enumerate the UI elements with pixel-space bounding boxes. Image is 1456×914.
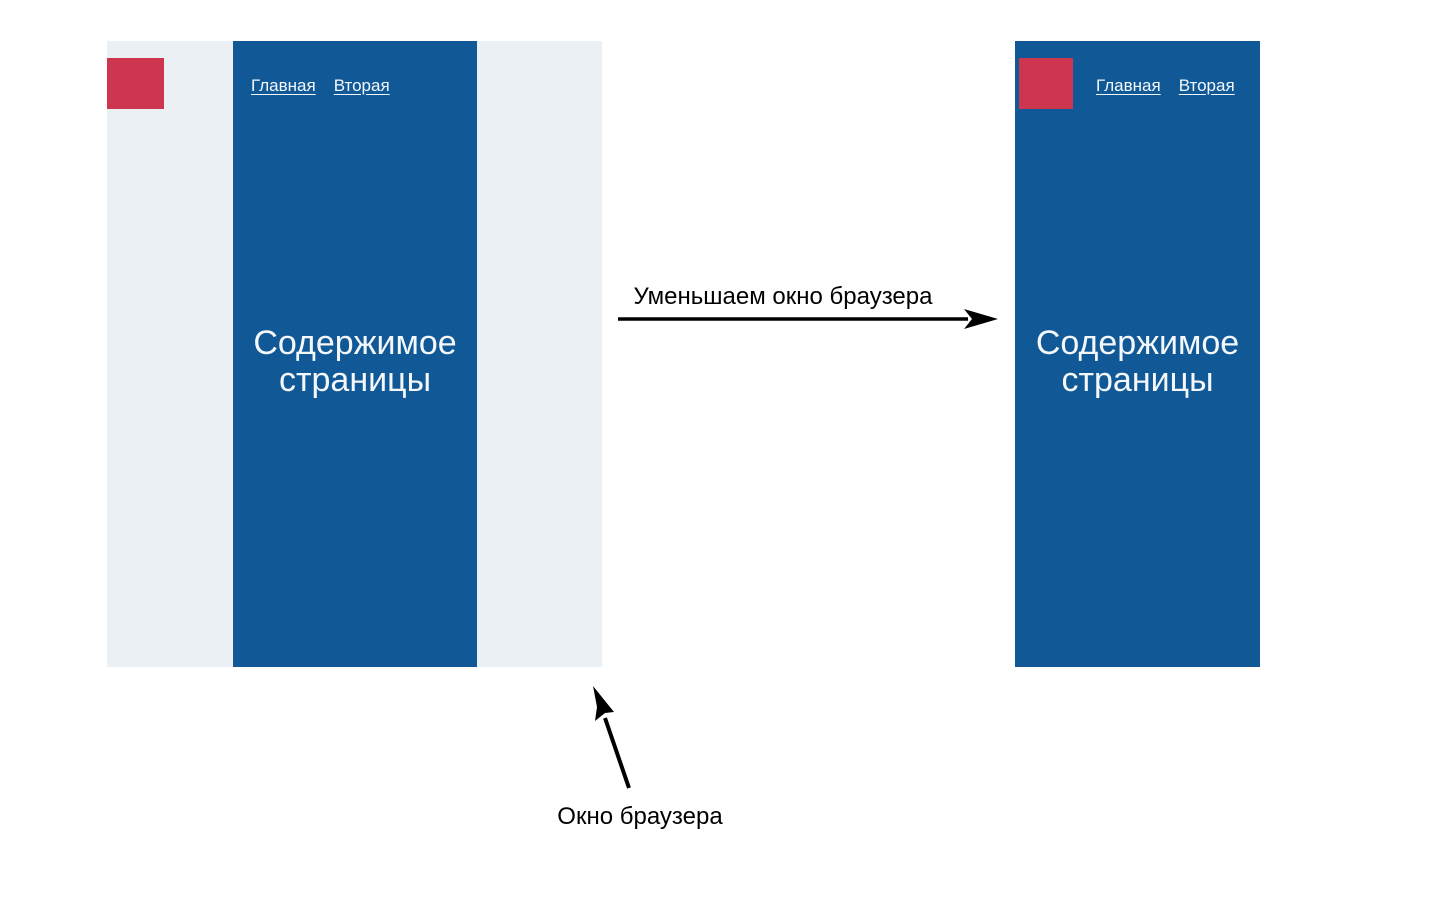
- nav-link-second[interactable]: Вторая: [1178, 76, 1235, 95]
- nav-link-second[interactable]: Вторая: [333, 76, 390, 95]
- nav-link-home[interactable]: Главная: [1096, 76, 1161, 95]
- page-content-label: Содержимое страницы: [1035, 324, 1240, 399]
- page-content-label: Содержимое страницы: [253, 324, 457, 399]
- browser-window-wide: Главная Вторая Содержимое страницы: [107, 41, 602, 667]
- resize-arrow-right-icon: [618, 309, 998, 329]
- browser-window-narrow: Главная Вторая Содержимое страницы: [1015, 41, 1260, 667]
- logo-square: [1019, 58, 1073, 109]
- window-pointer-arrow-icon: [593, 686, 631, 789]
- browser-window-label: Окно браузера: [557, 803, 723, 830]
- nav-link-home[interactable]: Главная: [251, 76, 316, 95]
- page-content-panel: Главная Вторая Содержимое страницы: [233, 41, 477, 667]
- site-nav: Главная Вторая: [251, 76, 390, 96]
- logo-square: [107, 58, 164, 109]
- site-nav: Главная Вторая: [1096, 76, 1235, 96]
- resize-annotation-label: Уменьшаем окно браузера: [633, 283, 933, 310]
